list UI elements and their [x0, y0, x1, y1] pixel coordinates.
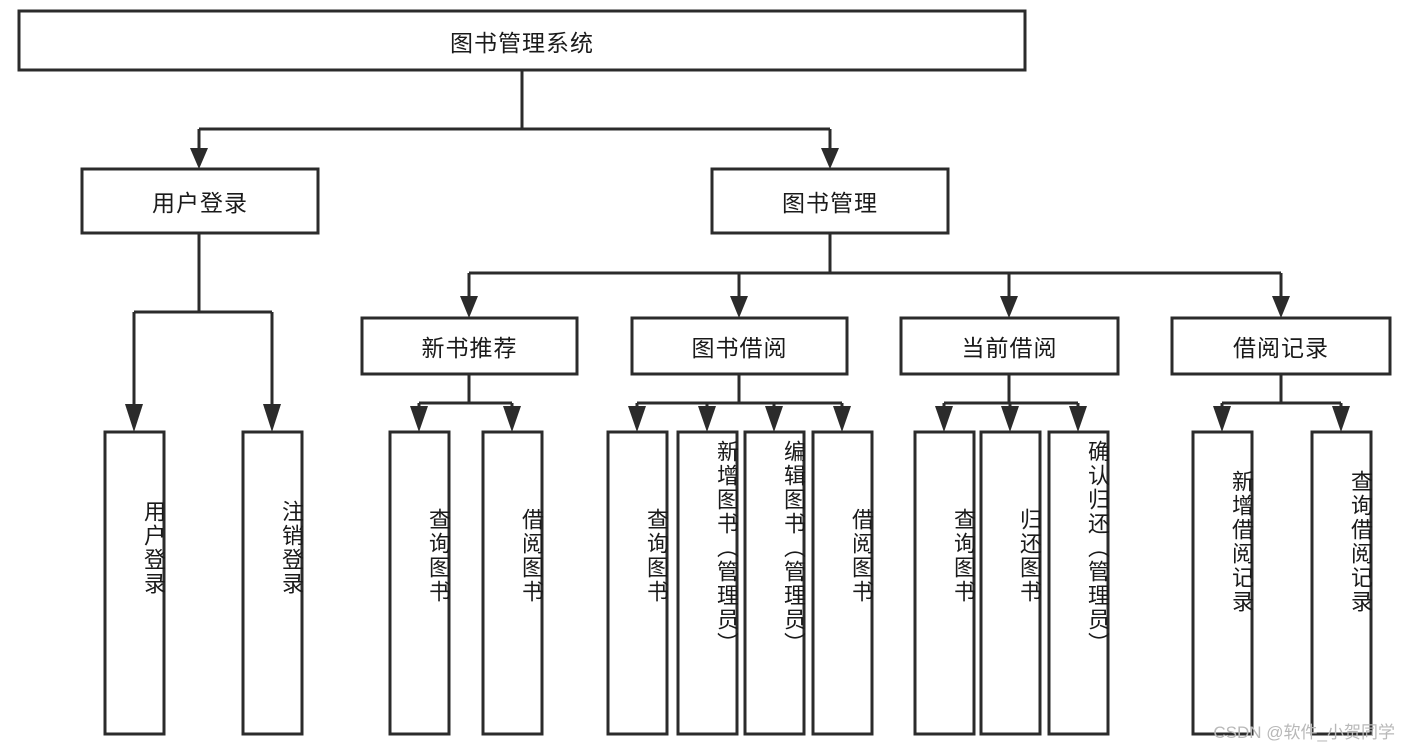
- arrow-leaf-confirm-return: [1069, 406, 1087, 432]
- node-box-new-book-rec[interactable]: [360, 316, 579, 376]
- arrow-leaf-query-record: [1332, 406, 1350, 432]
- node-box-leaf-return-book[interactable]: [979, 430, 1042, 736]
- arrow-leaf-query-book-1: [410, 406, 428, 432]
- arrow-leaf-return-book: [1001, 406, 1019, 432]
- node-box-book-borrow[interactable]: [630, 316, 849, 376]
- node-box-leaf-user-login[interactable]: [103, 430, 166, 736]
- arrow-to-userlogin: [190, 148, 208, 169]
- node-box-root[interactable]: [17, 9, 1027, 72]
- node-box-leaf-confirm-return[interactable]: [1047, 430, 1110, 736]
- node-box-leaf-query-book-1[interactable]: [388, 430, 451, 736]
- arrow-leaf-add-record: [1213, 406, 1231, 432]
- arrow-to-bookborrow: [730, 296, 748, 318]
- node-box-leaf-query-book-2[interactable]: [606, 430, 669, 736]
- arrow-leaf-borrow-book-2: [833, 406, 851, 432]
- arrow-leaf-add-book: [698, 406, 716, 432]
- arrow-leaf-user-login: [125, 404, 143, 432]
- node-box-leaf-query-book-3[interactable]: [913, 430, 976, 736]
- arrow-leaf-borrow-book-1: [503, 406, 521, 432]
- connectors: [125, 70, 1350, 432]
- node-box-leaf-borrow-book-1[interactable]: [481, 430, 544, 736]
- arrow-to-currentborrow: [1000, 296, 1018, 318]
- node-box-leaf-add-book[interactable]: [676, 430, 739, 736]
- node-box-user-login[interactable]: [80, 167, 320, 235]
- node-box-leaf-borrow-book-2[interactable]: [811, 430, 874, 736]
- node-box-leaf-query-record[interactable]: [1310, 430, 1373, 736]
- arrow-to-bookmanage: [821, 148, 839, 169]
- arrow-to-newbookrec: [460, 296, 478, 318]
- arrow-leaf-logout: [263, 404, 281, 432]
- arrow-leaf-query-book-2: [628, 406, 646, 432]
- node-box-borrow-record[interactable]: [1170, 316, 1392, 376]
- node-boxes: [17, 9, 1392, 736]
- node-box-current-borrow[interactable]: [899, 316, 1120, 376]
- arrow-to-borrowrecord: [1272, 296, 1290, 318]
- node-box-leaf-edit-book[interactable]: [743, 430, 806, 736]
- node-box-book-manage[interactable]: [710, 167, 950, 235]
- arrow-leaf-edit-book: [765, 406, 783, 432]
- arrow-leaf-query-book-3: [935, 406, 953, 432]
- node-box-leaf-logout[interactable]: [241, 430, 304, 736]
- node-box-leaf-add-record[interactable]: [1191, 430, 1254, 736]
